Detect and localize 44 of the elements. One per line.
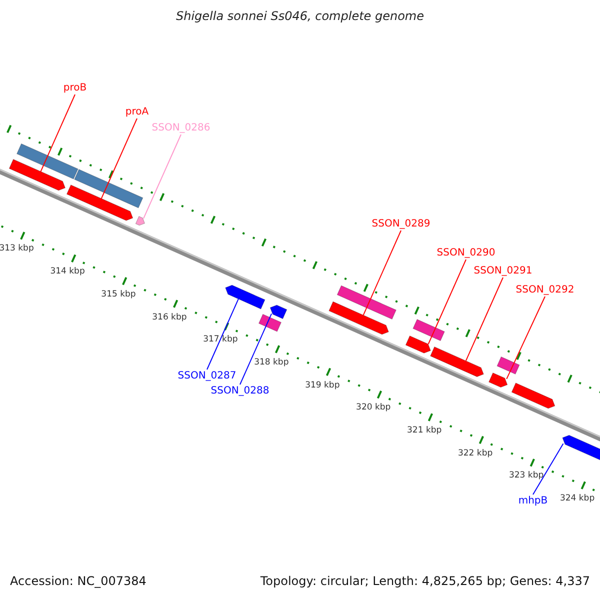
- gene-feature: [135, 216, 146, 226]
- footer-text: Topology: circular; Length: 4,825,265 bp; Genes: 4,337: [260, 574, 590, 588]
- scale-label: 315 kbp: [101, 290, 136, 300]
- leader-line: [362, 230, 402, 316]
- gene-feature: [66, 184, 134, 221]
- scale-label: 324 kbp: [560, 494, 595, 504]
- gene-label: proB: [63, 82, 87, 94]
- scale-label: 314 kbp: [50, 267, 85, 277]
- gene-label: SSON_0286: [152, 122, 210, 134]
- scale-label: 319 kbp: [305, 380, 340, 390]
- gene-label: SSON_0288: [210, 386, 270, 396]
- leader-line: [532, 443, 564, 495]
- gene-feature: [488, 372, 508, 388]
- leader-line: [206, 298, 239, 370]
- leader-line: [240, 313, 272, 385]
- gene-label: SSON_0291: [474, 266, 532, 276]
- gene-feature: [270, 304, 288, 320]
- leader-line: [506, 296, 546, 380]
- gene-feature: [405, 335, 431, 354]
- scale-label: 313 kbp: [0, 244, 34, 254]
- gene-label: proA: [125, 106, 149, 118]
- gene-label: SSON_0292: [516, 284, 574, 296]
- title: Shigella sonnei Ss046, complete genome: [174, 9, 425, 23]
- leader-line: [143, 134, 182, 219]
- gene-feature: [225, 284, 266, 310]
- scale-label: 316 kbp: [152, 312, 187, 322]
- gene-label: mhpB: [518, 496, 548, 506]
- scale-label: 321 kbp: [407, 426, 442, 436]
- scale-label: 317 kbp: [203, 336, 238, 345]
- scale-label: 322 kbp: [458, 449, 493, 458]
- scale-label: 320 kbp: [356, 404, 391, 413]
- leader-line: [465, 277, 504, 362]
- scale-label: 318 kbp: [254, 358, 289, 368]
- gene-label: SSON_0289: [372, 218, 430, 230]
- gene-feature: [328, 301, 389, 335]
- gene-label: SSON_0287: [178, 370, 236, 382]
- scale-label: 323 kbp: [508, 472, 544, 482]
- footer-text: Accession: NC_007384: [10, 574, 146, 588]
- leader-line: [428, 259, 466, 345]
- leader-line: [40, 94, 76, 172]
- gene-label: SSON_0290: [436, 248, 496, 258]
- gene-feature: [430, 346, 484, 378]
- leader-line: [100, 118, 138, 200]
- gene-feature: [8, 158, 66, 191]
